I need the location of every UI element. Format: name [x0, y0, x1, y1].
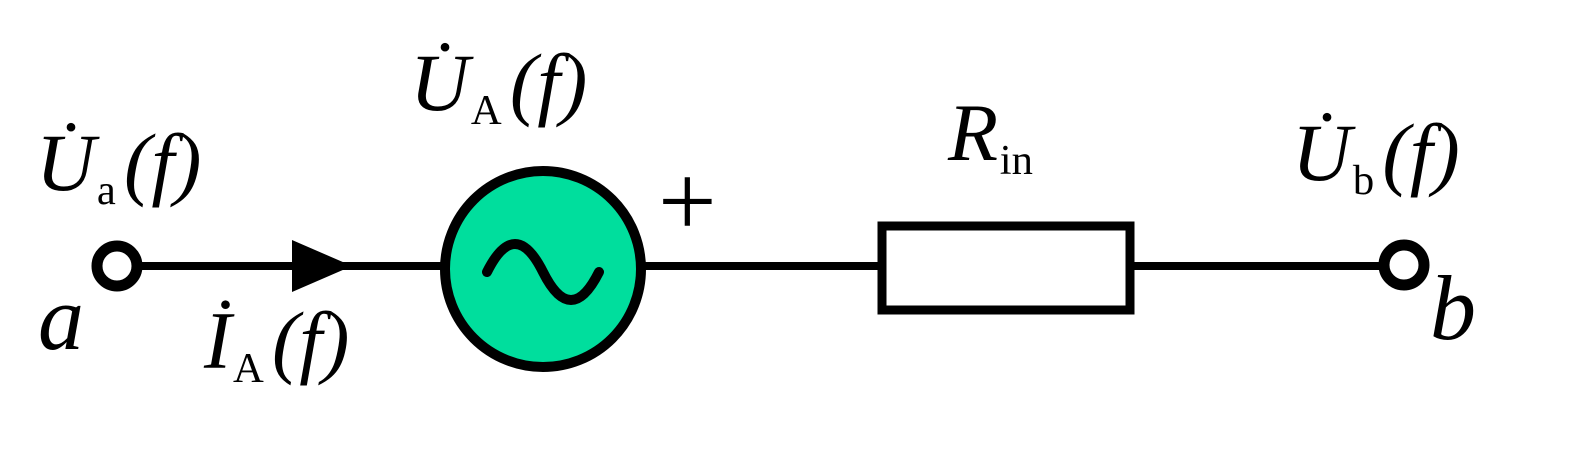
resistor-icon	[877, 221, 1135, 315]
current-symbol: İ	[204, 295, 232, 386]
voltage-symbol: U̇	[410, 37, 470, 128]
terminal-a-node	[91, 240, 143, 292]
label-terminal-a: a	[38, 267, 84, 369]
voltage-subscript: A	[470, 86, 502, 134]
voltage-subscript: b	[1352, 156, 1375, 204]
frequency-argument: (f)	[124, 117, 202, 208]
sine-wave-icon	[482, 239, 604, 305]
label-current: İA(f)	[204, 300, 349, 390]
frequency-argument: (f)	[272, 295, 350, 386]
current-subscript: A	[233, 344, 264, 392]
resistor-symbol: R	[948, 87, 999, 178]
label-resistor: Rin	[948, 92, 1033, 182]
current-arrow-icon	[292, 240, 352, 292]
polarity-plus-sign: +	[658, 144, 717, 259]
voltage-symbol: U̇	[36, 117, 96, 208]
voltage-symbol: U̇	[1292, 107, 1352, 198]
label-node-a-voltage: U̇a(f)	[36, 122, 201, 212]
voltage-subscript: a	[96, 166, 116, 214]
resistor-subscript: in	[999, 136, 1033, 184]
frequency-argument: (f)	[1382, 107, 1460, 198]
terminal-b-node	[1378, 239, 1430, 291]
label-terminal-b: b	[1430, 257, 1476, 359]
frequency-argument: (f)	[509, 37, 588, 128]
label-node-b-voltage: U̇b(f)	[1292, 112, 1460, 202]
label-source-voltage: U̇A(f)	[410, 42, 587, 132]
